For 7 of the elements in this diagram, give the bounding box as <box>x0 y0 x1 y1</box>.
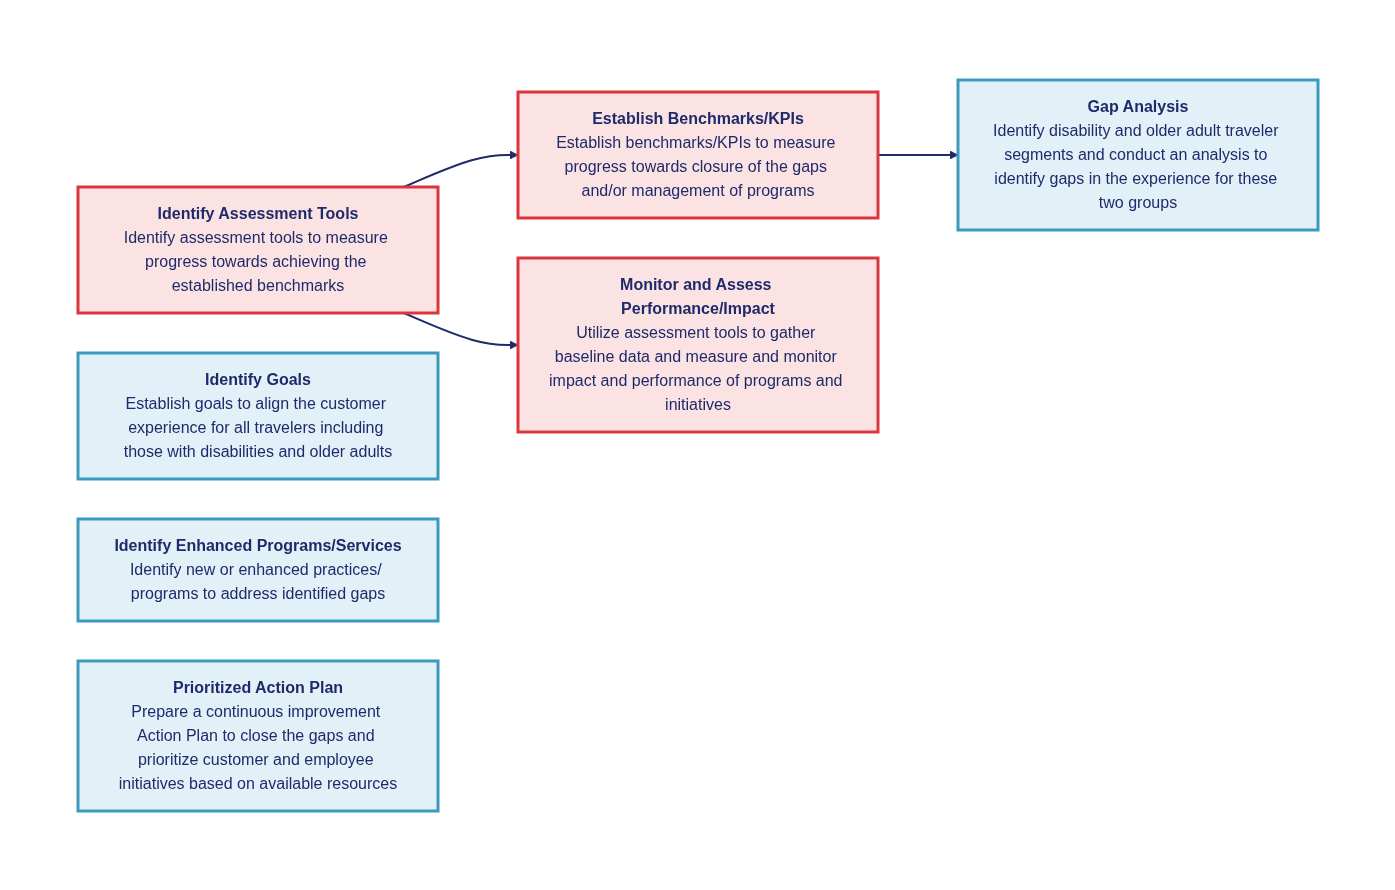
node-box: Identify Enhanced Programs/Services Identify new or enhanced practices/ programs to address identified gaps <box>76 517 439 622</box>
node-box: Prioritized Action Plan Prepare a continuous improvement Action Plan to close the gaps and prioritize customer and employee initiatives based on available resources <box>76 659 439 812</box>
node-box: Identify Goals Establish goals to align the customer experience for all travelers including those with disabilities and older adults <box>76 351 439 480</box>
node-box: Identify Assessment Tools Identify assessment tools to measure progress towards achieving the established benchmarks <box>76 185 439 314</box>
node-box: Gap Analysis Identify disability and older adult traveler segments and conduct an analysis to identify gaps in the experience for these two groups <box>956 78 1319 231</box>
node-box: Monitor and Assess Performance/Impact Utilize assessment tools to gather baseline data and measure and monitor impact and performance of programs and initiatives <box>516 256 879 433</box>
node-box: Establish Benchmarks/KPIs Establish benchmarks/KPIs to measure progress towards closure of the gaps and/or management of programs <box>516 90 879 219</box>
